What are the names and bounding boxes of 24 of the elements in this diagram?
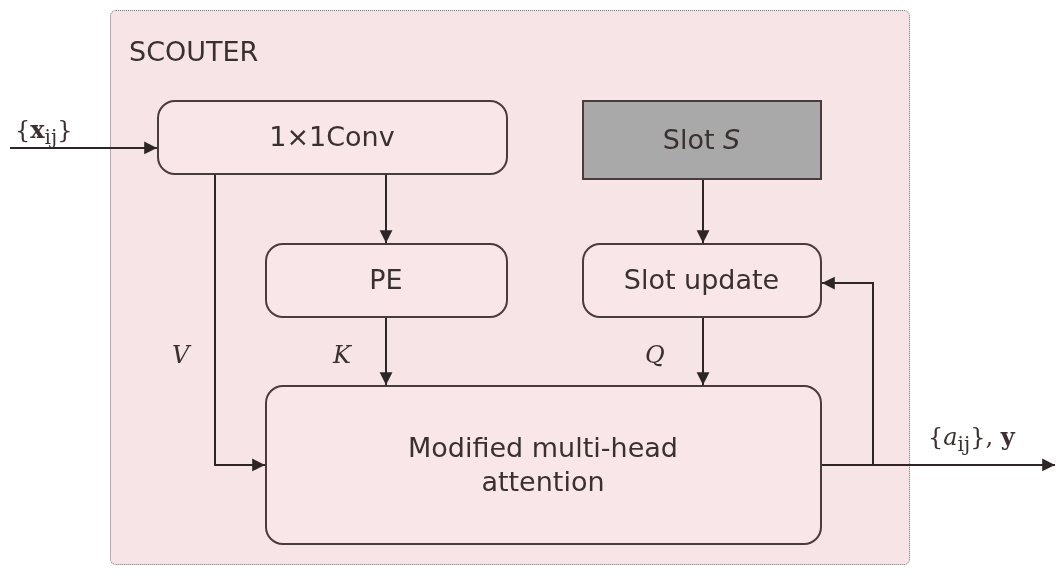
- edge-label: V: [172, 343, 190, 367]
- edge-label: K: [333, 343, 351, 367]
- arrow: [379, 174, 393, 244]
- arrow: [9, 141, 158, 155]
- process-box: [581, 242, 822, 318]
- process-box: [264, 384, 822, 545]
- process-box: [264, 242, 508, 318]
- box-label: 1×1Conv: [269, 120, 395, 154]
- arrow: [821, 276, 874, 466]
- box-label: Slot S: [662, 122, 741, 157]
- process-box: [156, 99, 508, 175]
- slot-block: [581, 99, 822, 180]
- box-label: PE: [369, 263, 403, 297]
- arrow: [214, 174, 266, 472]
- module-panel: [110, 10, 910, 565]
- edge-label: {a$_{ij}$}, y: [928, 425, 1015, 454]
- module-title: SCOUTER: [129, 35, 259, 69]
- arrow: [379, 317, 393, 386]
- arrow: [696, 179, 710, 244]
- arrow: [696, 317, 710, 386]
- box-label: Slot update: [623, 263, 780, 297]
- box-label: Modified multi-head attention: [407, 430, 679, 499]
- edge-label: {x$_{ij}$}: [15, 118, 73, 147]
- edge-label: Q: [645, 343, 665, 367]
